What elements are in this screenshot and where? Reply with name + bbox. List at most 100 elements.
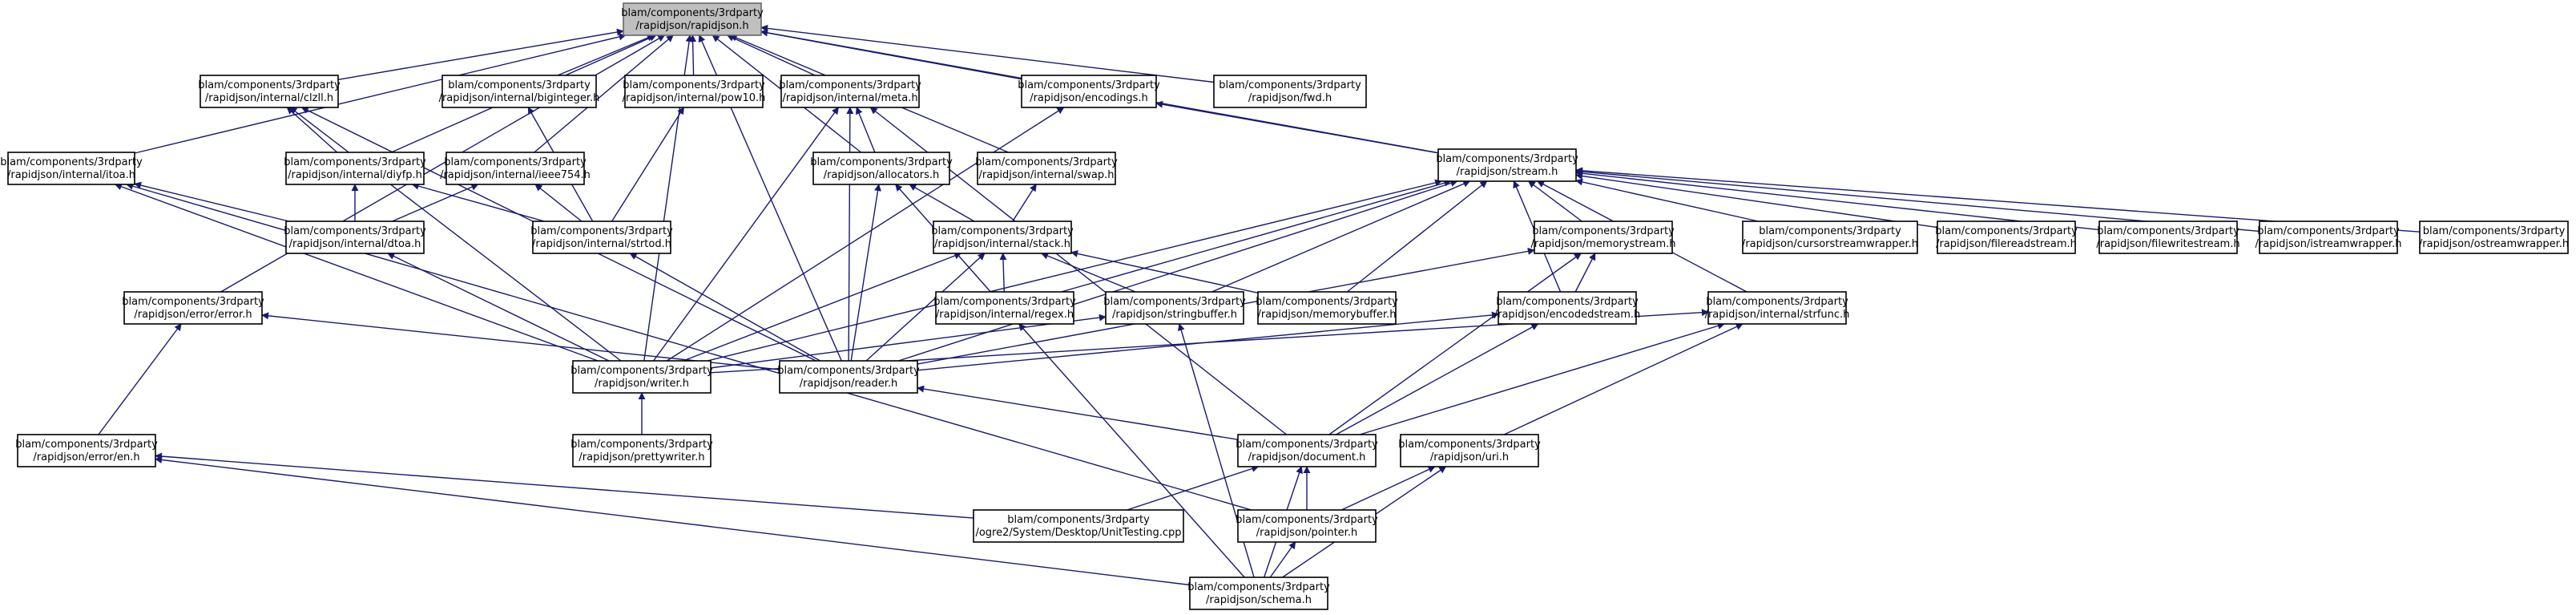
node-erroren[interactable]: blam/components/3rdparty/rapidjson/error… [15,434,158,467]
edge-group [1211,180,1471,293]
node-meta[interactable]: blam/components/3rdparty/rapidjson/inter… [779,75,921,108]
edge-strtod-to-diyfp [411,182,545,222]
node-stringbuffer[interactable]: blam/components/3rdparty/rapidjson/strin… [1103,291,1246,325]
node-box [532,221,671,254]
node-filewritestream[interactable]: blam/components/3rdparty/rapidjson/filew… [2096,221,2240,254]
node-itoa[interactable]: blam/components/3rdparty/rapidjson/inter… [0,152,143,185]
node-label-line1: blam/components/3rdparty [1935,225,2078,237]
edge-group [917,385,1239,440]
node-label-line2: /rapidjson/prettywriter.h [578,451,704,463]
node-label-line2: /rapidjson/internal/itoa.h [7,169,135,181]
node-memorybuffer[interactable]: blam/components/3rdparty/rapidjson/memor… [1256,291,1398,325]
edge-regex-to-stream [1061,179,1452,293]
node-box [1437,148,1577,182]
node-label-line1: blam/components/3rdparty [777,365,920,377]
node-label-line2: /rapidjson/ostreamwrapper.h [2419,238,2569,250]
node-schema[interactable]: blam/components/3rdparty/rapidjson/schem… [1187,577,1330,610]
node-stream[interactable]: blam/components/3rdparty/rapidjson/strea… [1436,148,1578,182]
edge-group [917,311,1499,371]
node-label-line1: blam/components/3rdparty [1436,153,1578,165]
edge-group [999,253,1007,293]
node-label-line2: /rapidjson/uri.h [1430,451,1509,463]
node-encodedstream[interactable]: blam/components/3rdparty/rapidjson/encod… [1494,291,1641,325]
node-stack[interactable]: blam/components/3rdparty/rapidjson/inter… [931,221,1074,254]
edge-writer-to-itoa [114,183,599,362]
node-pow10[interactable]: blam/components/3rdparty/rapidjson/inter… [623,75,766,108]
node-label-line2: /rapidjson/allocators.h [824,169,940,181]
edge-group [289,107,622,362]
node-box [977,152,1116,185]
node-box [572,434,712,467]
edge-pow10-to-rapidjson [689,34,697,76]
node-pointer[interactable]: blam/components/3rdparty/rapidjson/point… [1236,509,1378,543]
node-rapidjson[interactable]: blam/components/3rdparty/rapidjson/rapid… [621,2,764,36]
node-errorerror[interactable]: blam/components/3rdparty/rapidjson/error… [122,291,264,325]
edge-group [155,456,1191,586]
node-swap[interactable]: blam/components/3rdparty/rapidjson/inter… [975,152,1118,185]
node-allocators[interactable]: blam/components/3rdparty/rapidjson/alloc… [810,152,953,185]
edge-group [557,34,655,76]
edge-group [387,253,610,362]
node-regex[interactable]: blam/components/3rdparty/rapidjson/inter… [933,291,1076,325]
edge-group [909,184,975,222]
node-document[interactable]: blam/components/3rdparty/rapidjson/docum… [1236,434,1378,467]
node-box [1237,434,1377,467]
edge-group [1336,323,1539,435]
node-label-line2: /rapidjson/internal/strfunc.h [1705,309,1850,321]
edge-group [1328,253,1582,435]
node-istreamwrapper[interactable]: blam/components/3rdparty/rapidjson/istre… [2256,221,2402,254]
node-encodings[interactable]: blam/components/3rdparty/rapidjson/encod… [1018,75,1160,108]
edge-dtoa-to-itoa [134,181,289,222]
node-label-line1: blam/components/3rdparty [284,156,426,168]
edge-group [1574,253,1596,293]
node-strtod[interactable]: blam/components/3rdparty/rapidjson/inter… [530,221,673,254]
node-prettywriter[interactable]: blam/components/3rdparty/rapidjson/prett… [570,434,713,467]
node-label-line1: blam/components/3rdparty [1219,79,1361,91]
node-strfunc[interactable]: blam/components/3rdparty/rapidjson/inter… [1705,291,1850,325]
node-label-line2: /rapidjson/error/error.h [134,309,252,321]
node-label-line2: /rapidjson/writer.h [595,378,689,390]
node-label-line2: /rapidjson/fwd.h [1248,92,1332,104]
node-memorystream[interactable]: blam/components/3rdparty/rapidjson/memor… [1530,221,1676,254]
edge-group [1127,465,1260,511]
node-label-line2: /rapidjson/encodedstream.h [1494,309,1641,321]
node-label-line1: blam/components/3rdparty [198,79,341,91]
node-clzll[interactable]: blam/components/3rdparty/rapidjson/inter… [198,75,341,108]
node-label-line2: /rapidjson/reader.h [800,378,898,390]
node-writer[interactable]: blam/components/3rdparty/rapidjson/write… [570,360,713,394]
edge-group [534,184,583,222]
node-label-line1: blam/components/3rdparty [444,156,587,168]
edge-stream-to-encodings [1155,100,1439,154]
edge-allocators-to-meta [855,107,876,153]
node-unittesting[interactable]: blam/components/3rdparty/ogre2/System/De… [973,509,1184,543]
edge-unittesting-to-document [1127,465,1260,511]
node-ostreamwrapper[interactable]: blam/components/3rdparty/rapidjson/ostre… [2419,221,2569,254]
node-box [1742,221,1918,254]
node-ieee754[interactable]: blam/components/3rdparty/rapidjson/inter… [440,152,591,185]
node-label-line2: /rapidjson/filereadstream.h [1936,238,2077,250]
node-filereadstream[interactable]: blam/components/3rdparty/rapidjson/filer… [1935,221,2078,254]
edge-fwd-to-rapidjson [760,24,1215,83]
node-cursorstreamwrapper[interactable]: blam/components/3rdparty/rapidjson/curso… [1742,221,1918,254]
node-box [441,75,597,108]
node-uri[interactable]: blam/components/3rdparty/rapidjson/uri.h [1398,434,1541,467]
node-label-line1: blam/components/3rdparty [284,225,426,237]
node-diyfp[interactable]: blam/components/3rdparty/rapidjson/inter… [284,152,426,185]
node-label-line2: /rapidjson/schema.h [1206,594,1312,606]
edge-clzll-to-rapidjson [337,28,624,80]
node-box [1189,577,1328,610]
node-box [933,221,1072,254]
node-biginteger[interactable]: blam/components/3rdparty/rapidjson/inter… [439,75,600,108]
edge-stack-to-allocators [909,184,975,222]
edge-writer-to-stringbuffer [710,314,1107,369]
node-label-line2: /rapidjson/internal/pow10.h [623,92,766,104]
node-reader[interactable]: blam/components/3rdparty/rapidjson/reade… [777,360,920,394]
node-fwd[interactable]: blam/components/3rdparty/rapidjson/fwd.h [1213,75,1367,108]
edge-cursorstreamwrapper-to-stream [1575,178,1759,222]
node-dtoa[interactable]: blam/components/3rdparty/rapidjson/inter… [284,221,426,254]
edge-strtod-to-pow10 [611,107,684,222]
node-box [285,152,425,185]
node-label-line1: blam/components/3rdparty [1706,296,1848,308]
node-label-line2: /rapidjson/pointer.h [1256,527,1357,539]
